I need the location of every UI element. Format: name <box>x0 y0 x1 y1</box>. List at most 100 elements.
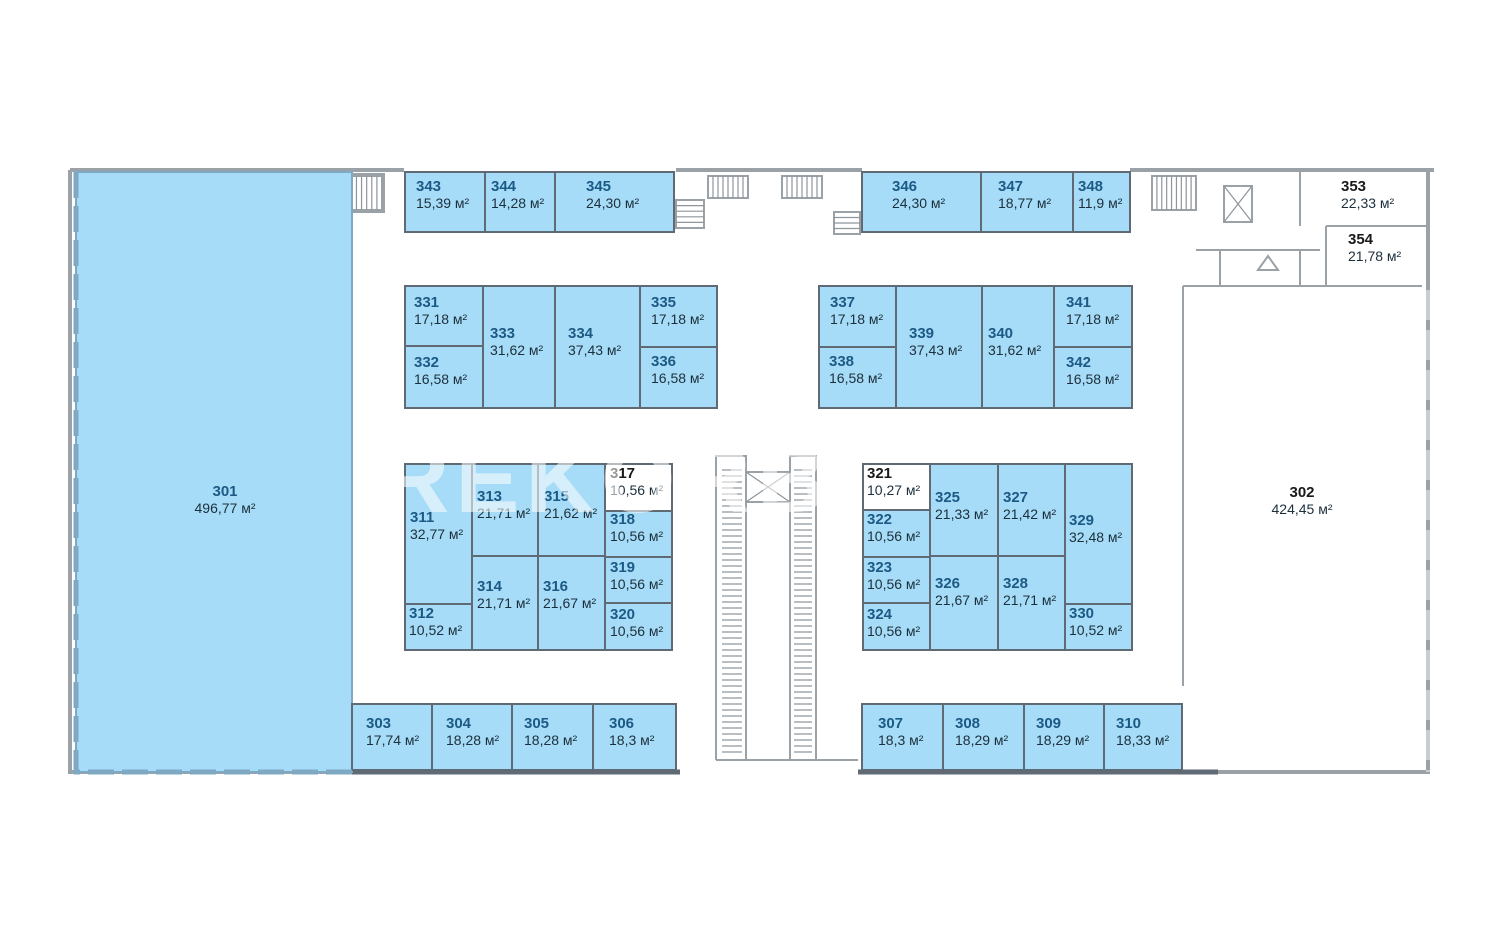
room-305-shape[interactable] <box>511 703 594 771</box>
room-number: 309 <box>1036 715 1061 732</box>
room-number: 322 <box>867 511 892 528</box>
room-336-shape[interactable] <box>639 346 718 409</box>
room-315-shape[interactable] <box>537 463 606 557</box>
room-322-shape[interactable] <box>862 509 931 558</box>
room-308-shape[interactable] <box>942 703 1025 771</box>
room-301-shape[interactable] <box>75 171 353 773</box>
room-345-shape[interactable] <box>554 171 675 233</box>
room-311-shape[interactable] <box>404 463 473 605</box>
room-339-shape[interactable] <box>895 285 983 409</box>
room-341-shape[interactable] <box>1053 285 1133 348</box>
room-331-shape[interactable] <box>404 285 484 347</box>
room-number: 339 <box>909 325 934 342</box>
room-319-shape[interactable] <box>604 556 673 604</box>
room-307-shape[interactable] <box>861 703 944 771</box>
room-303-shape[interactable] <box>351 703 433 771</box>
room-number: 304 <box>446 715 472 732</box>
room-318-shape[interactable] <box>604 510 673 558</box>
room-348-shape[interactable] <box>1072 171 1131 233</box>
room-330-shape[interactable] <box>1064 603 1133 651</box>
room-329-shape[interactable] <box>1064 463 1133 605</box>
room-340-shape[interactable] <box>981 285 1055 409</box>
room-317-shape[interactable] <box>604 463 673 512</box>
room-309-shape[interactable] <box>1023 703 1105 771</box>
watermark: REKORB <box>380 426 832 533</box>
room-313-shape[interactable] <box>471 463 539 557</box>
room-328-shape[interactable] <box>997 555 1066 651</box>
room-area: 10,52 м² <box>1069 622 1123 638</box>
room-323-shape[interactable] <box>862 556 931 604</box>
room-306-shape[interactable] <box>592 703 677 771</box>
room-number: 344 <box>491 178 517 195</box>
room-324-shape[interactable] <box>862 602 931 651</box>
room-335-shape[interactable] <box>639 285 718 348</box>
room-314-shape[interactable] <box>471 555 539 651</box>
room-338-shape[interactable] <box>818 346 897 409</box>
room-area: 21,42 м² <box>1003 506 1057 522</box>
room-312-shape[interactable] <box>404 603 473 651</box>
room-342-shape[interactable] <box>1053 346 1133 409</box>
room-333-shape[interactable] <box>482 285 556 409</box>
room-316-shape[interactable] <box>537 555 606 651</box>
room-number: 335 <box>651 294 676 311</box>
room-320-shape[interactable] <box>604 602 673 651</box>
room-310-shape[interactable] <box>1103 703 1183 771</box>
room-346-shape[interactable] <box>861 171 982 233</box>
room-347-shape[interactable] <box>980 171 1074 233</box>
room-area: 16,58 м² <box>414 371 468 387</box>
room-344-shape[interactable] <box>484 171 556 233</box>
room-332-shape[interactable] <box>404 345 484 409</box>
